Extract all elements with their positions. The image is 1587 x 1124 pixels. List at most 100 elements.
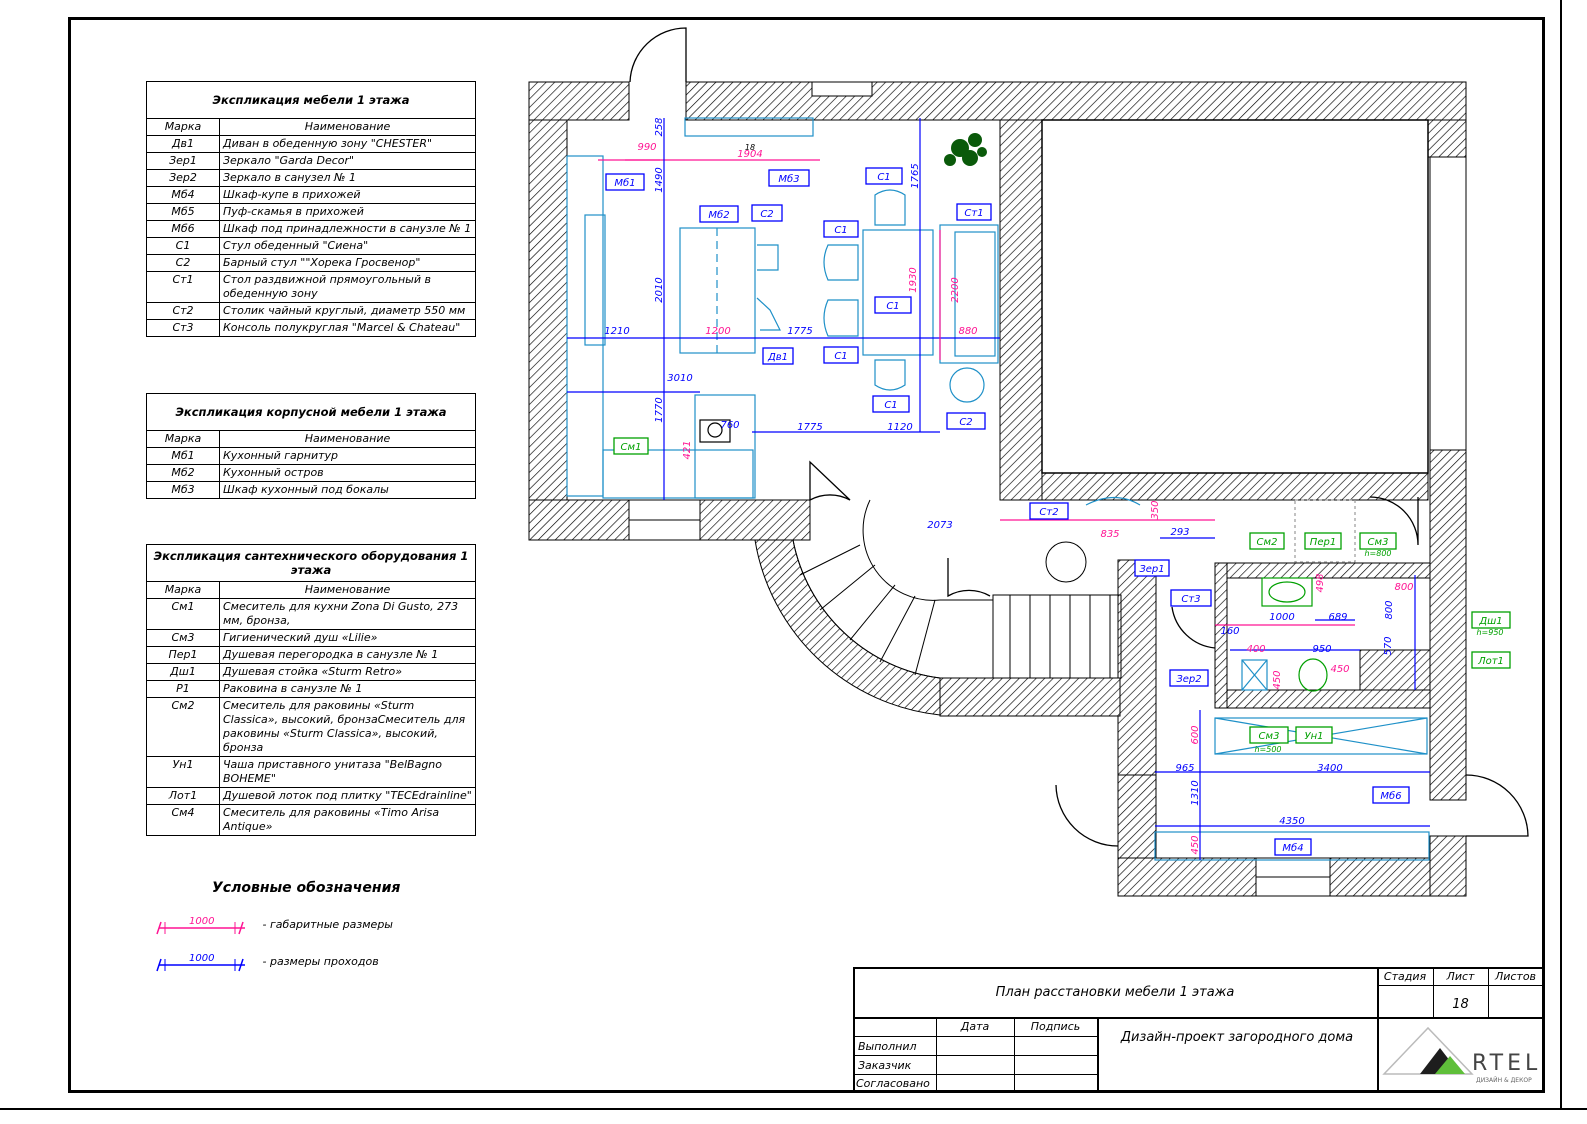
walls — [528, 81, 1467, 897]
dimension-label: 1210 — [604, 326, 629, 337]
tag-box — [872, 395, 910, 413]
dimension-label: 600 — [1190, 725, 1201, 744]
tag-box — [1304, 532, 1342, 550]
tag-box — [751, 204, 783, 222]
row-client: Заказчик — [858, 1059, 912, 1072]
row-name: Душевая стойка «Sturm Retro» — [219, 663, 476, 681]
row-mark: См4 — [146, 804, 220, 836]
row-mark: См2 — [146, 697, 220, 757]
sheet-title: План расстановки мебели 1 этажа — [995, 985, 1235, 1000]
dimension-label: 258 — [654, 117, 665, 136]
plan-note: 18 — [745, 143, 755, 152]
title-block-line — [1097, 1017, 1099, 1093]
row-done: Выполнил — [858, 1040, 917, 1053]
project-name: Дизайн-проект загородного дома — [1120, 1030, 1354, 1045]
plan-tag: Ун1 — [1305, 731, 1324, 742]
row-mark: Мб2 — [146, 464, 220, 482]
title-block — [853, 967, 1545, 1093]
plan-tag: С1 — [884, 400, 897, 411]
windows — [628, 81, 1467, 897]
tag-box — [1471, 611, 1511, 629]
table-title: Экспликация корпусной мебели 1 этажа — [146, 393, 476, 431]
dimension-label: 990 — [637, 142, 656, 153]
row-name: Душевой лоток под плитку "TECEdrainline" — [219, 787, 476, 805]
plumbing-explication-table: Экспликация сантехнического оборудования… — [146, 544, 476, 836]
plan-tag: С1 — [877, 172, 890, 183]
row-mark: Ст1 — [146, 271, 220, 303]
tag-box — [1471, 651, 1511, 669]
plan-tag: Мб4 — [1282, 842, 1303, 854]
plan-tag: См3 — [1368, 537, 1389, 548]
dimension-label: 2073 — [927, 520, 952, 531]
tag-box — [956, 203, 992, 221]
plan-tag: С1 — [886, 301, 899, 312]
plan-tag: Мб1 — [614, 177, 635, 189]
tag-box — [823, 346, 859, 364]
room-right — [1041, 119, 1429, 474]
title-block-line — [853, 1017, 1378, 1019]
col-name: Наименование — [219, 430, 476, 448]
tag-box — [1274, 838, 1312, 856]
row-name: Шкаф под принадлежности в санузле № 1 — [219, 220, 476, 238]
dimension-label: 160 — [1220, 626, 1239, 637]
legend-item-passage: 1000 - размеры проходов — [155, 951, 379, 973]
dimension-label: 800 — [1384, 600, 1395, 619]
plan-tag: С1 — [834, 351, 847, 362]
plan-tag: См1 — [621, 442, 642, 453]
dimension-label: 400 — [1246, 644, 1265, 655]
dimension-label: 450 — [1272, 670, 1283, 689]
plan-tag: Дв1 — [767, 352, 788, 363]
row-agreed: Согласовано — [856, 1077, 930, 1090]
dimension-label: 965 — [1175, 763, 1194, 774]
tag-box — [1249, 726, 1289, 744]
plan-tag: Мб2 — [708, 209, 729, 221]
dimension-label: 760 — [720, 420, 739, 431]
sheet-label: Лист — [1446, 970, 1475, 983]
title-block-line — [853, 1055, 1097, 1056]
tag-box — [1169, 669, 1209, 687]
logo-text: RTEL — [1472, 1051, 1541, 1076]
dimension-label: 800 — [1394, 582, 1413, 593]
dimension-label: 1310 — [1190, 780, 1201, 805]
dimension-label: 2200 — [950, 277, 961, 302]
row-name: Смеситель для раковины «Timo Arisa Antiq… — [219, 804, 476, 836]
dimension-label: 1490 — [654, 167, 665, 192]
plan-tag: См2 — [1257, 537, 1278, 548]
row-name: Шкаф-купе в прихожей — [219, 186, 476, 204]
tag-box — [1249, 532, 1285, 550]
row-mark: Ст3 — [146, 319, 220, 337]
dimension-label: 1904 — [737, 149, 762, 160]
legend-value: 1000 — [189, 916, 214, 927]
plan-tag: См3 — [1259, 731, 1280, 742]
table-title: Экспликация мебели 1 этажа — [146, 81, 476, 119]
row-name: Стул обеденный "Сиена" — [219, 237, 476, 255]
dimension-label: 1120 — [887, 422, 912, 433]
plan-note: h=950 — [1476, 628, 1503, 637]
plan-tag: Ст1 — [964, 208, 983, 219]
plan-tag: С1 — [834, 225, 847, 236]
plan-note: h=800 — [1364, 549, 1391, 558]
sheets-label: Листов — [1494, 970, 1537, 983]
stage-label: Стадия — [1383, 970, 1427, 983]
col-name: Наименование — [219, 581, 476, 599]
legend-title: Условные обозначения — [212, 880, 401, 896]
row-name: Консоль полукруглая "Marcel & Chateau" — [219, 319, 476, 337]
dimension-label: 1770 — [654, 397, 665, 422]
dimension-label: 3400 — [1317, 763, 1342, 774]
dimension-label: 689 — [1328, 612, 1347, 623]
title-block-line — [853, 1074, 1097, 1075]
title-block-line — [1488, 967, 1489, 1017]
plan-tag: Дш1 — [1478, 616, 1502, 627]
col-mark: Марка — [146, 430, 220, 448]
artel-logo: RTEL ДИЗАЙН & ДЕКОР — [1382, 1026, 1541, 1084]
